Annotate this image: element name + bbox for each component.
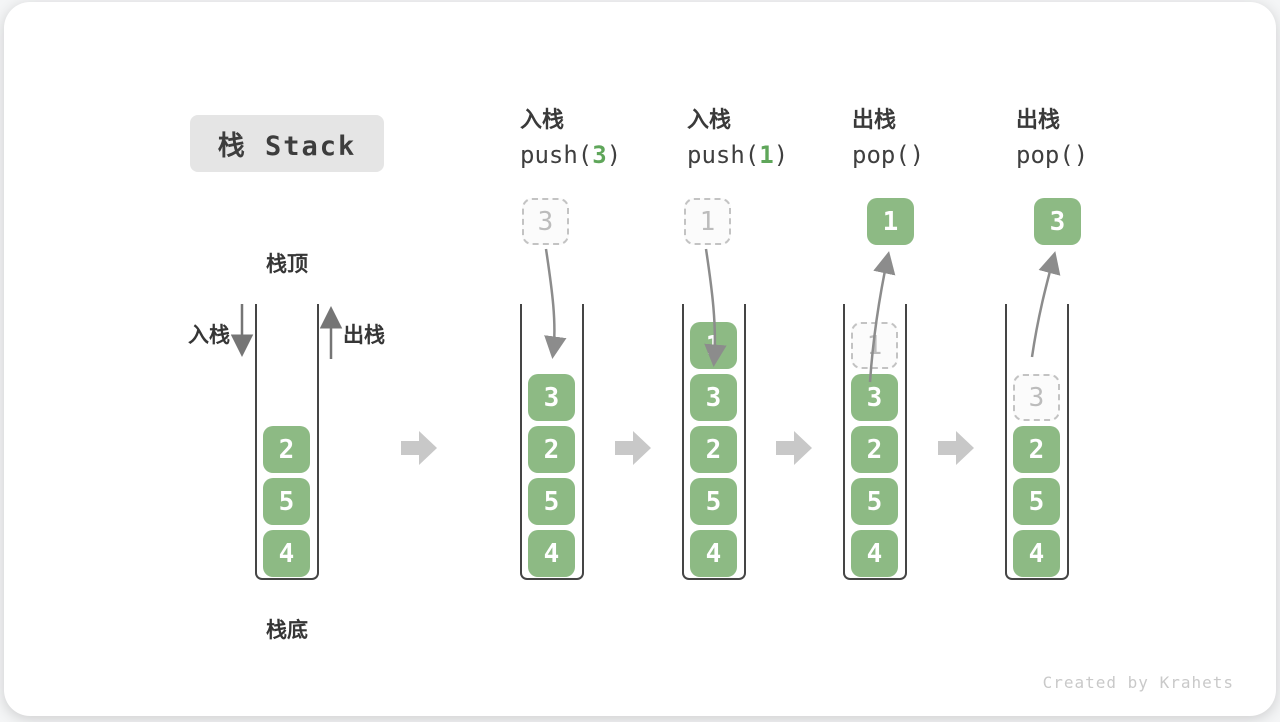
stack-cell: 2 bbox=[263, 426, 310, 473]
stack-top-label: 栈顶 bbox=[266, 253, 308, 276]
stack-cell: 3 bbox=[690, 374, 737, 421]
operation-arg: 1 bbox=[759, 141, 774, 169]
floating-value-solid: 3 bbox=[1034, 198, 1081, 245]
step-arrow-icon bbox=[776, 431, 812, 465]
operation-close: ) bbox=[606, 141, 622, 169]
step-arrow-icon bbox=[615, 431, 651, 465]
credit-text: Created by Krahets bbox=[1042, 673, 1234, 692]
operation-close: ) bbox=[773, 141, 789, 169]
stack-cell: 3 bbox=[851, 374, 898, 421]
floating-value-solid: 1 bbox=[867, 198, 914, 245]
operation-header: 入栈 push(1) bbox=[687, 106, 857, 169]
push-side-label: 入栈 bbox=[188, 324, 230, 347]
stack-cell: 1 bbox=[690, 322, 737, 369]
stack-cell-ghost: 3 bbox=[1013, 374, 1060, 421]
step-arrow-icon bbox=[938, 431, 974, 465]
stack-cell: 2 bbox=[528, 426, 575, 473]
stack-bottom-label: 栈底 bbox=[266, 619, 308, 642]
operation-fn: push( bbox=[520, 141, 593, 169]
stack-cell: 2 bbox=[1013, 426, 1060, 473]
stack-cell: 5 bbox=[263, 478, 310, 525]
step-arrow-icon bbox=[401, 431, 437, 465]
diagram-title: 栈 Stack bbox=[190, 115, 384, 172]
pop-side-label: 出栈 bbox=[343, 324, 385, 347]
operation-fn: pop() bbox=[1016, 141, 1089, 169]
operation-label: 入栈 bbox=[520, 107, 565, 132]
operation-fn: pop() bbox=[852, 141, 925, 169]
stack-cell: 5 bbox=[528, 478, 575, 525]
stack-cell: 5 bbox=[690, 478, 737, 525]
stack-cell: 4 bbox=[690, 530, 737, 577]
operation-code: push(1) bbox=[687, 141, 857, 169]
stack-cell-ghost: 1 bbox=[851, 322, 898, 369]
stack-cell: 4 bbox=[1013, 530, 1060, 577]
stack-cell: 4 bbox=[851, 530, 898, 577]
operation-header: 入栈 push(3) bbox=[520, 106, 690, 169]
operation-fn: push( bbox=[687, 141, 760, 169]
floating-value-dashed: 3 bbox=[522, 198, 569, 245]
operation-code: push(3) bbox=[520, 141, 690, 169]
operation-label: 出栈 bbox=[852, 107, 897, 132]
operation-label: 入栈 bbox=[687, 107, 732, 132]
stack-cell: 2 bbox=[690, 426, 737, 473]
stack-cell: 4 bbox=[263, 530, 310, 577]
operation-label: 出栈 bbox=[1016, 107, 1061, 132]
operation-arg: 3 bbox=[592, 141, 607, 169]
operation-header: 出栈 pop() bbox=[1016, 106, 1186, 169]
operation-code: pop() bbox=[1016, 141, 1186, 169]
operation-header: 出栈 pop() bbox=[852, 106, 1022, 169]
stack-cell: 5 bbox=[851, 478, 898, 525]
stack-cell: 4 bbox=[528, 530, 575, 577]
floating-value-dashed: 1 bbox=[684, 198, 731, 245]
stack-cell: 2 bbox=[851, 426, 898, 473]
stack-cell: 3 bbox=[528, 374, 575, 421]
operation-code: pop() bbox=[852, 141, 1022, 169]
stack-cell: 5 bbox=[1013, 478, 1060, 525]
